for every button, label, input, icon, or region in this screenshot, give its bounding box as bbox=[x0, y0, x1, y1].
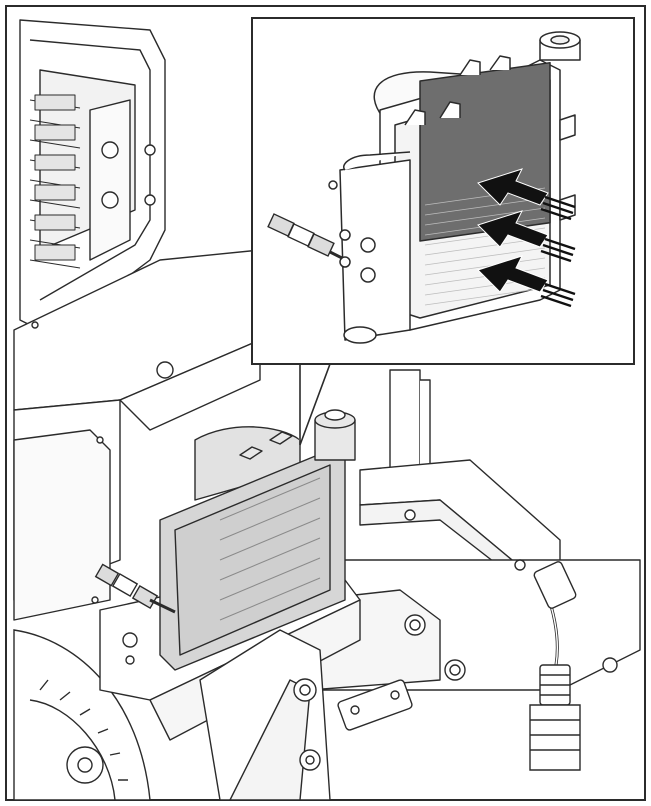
detail-cooler-core bbox=[419, 61, 551, 242]
chassis-plates bbox=[13, 249, 261, 621]
airflow-speed-lines bbox=[540, 282, 576, 308]
sensor-cable bbox=[529, 561, 581, 771]
airflow-speed-lines bbox=[540, 237, 576, 263]
airflow-arrow bbox=[477, 210, 549, 248]
engine-fins bbox=[29, 94, 81, 269]
detail-hose-fitting bbox=[267, 213, 343, 260]
airflow-arrow bbox=[477, 168, 549, 206]
engine-block bbox=[19, 19, 166, 331]
airflow-arrows bbox=[477, 168, 576, 308]
airflow-speed-lines bbox=[540, 195, 576, 221]
cooler-core-lines bbox=[219, 477, 321, 621]
airflow-arrow bbox=[477, 255, 549, 293]
oil-cooler-main bbox=[159, 409, 356, 671]
drive-sprocket bbox=[13, 629, 151, 801]
hose-fitting bbox=[94, 563, 176, 614]
